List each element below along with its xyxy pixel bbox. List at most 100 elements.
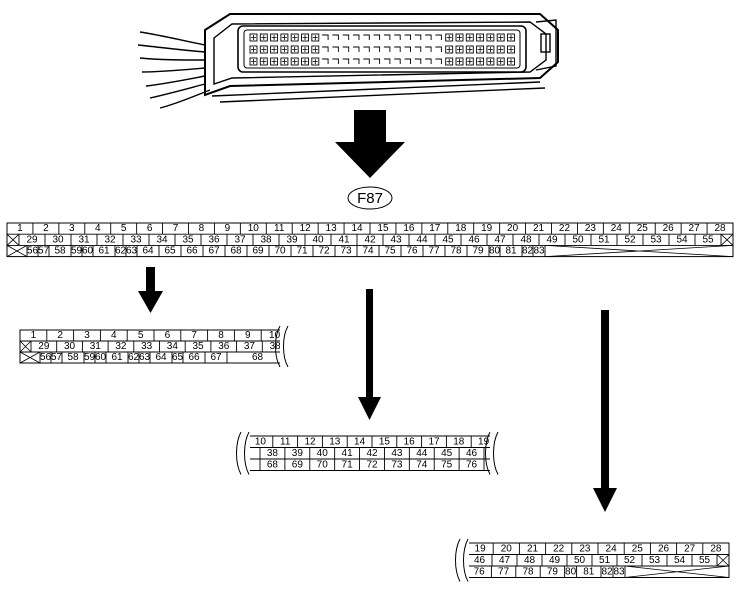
pin-cavity-large (311, 45, 320, 54)
pin-cavity-large (465, 33, 474, 42)
pin-number: 68 (252, 352, 264, 363)
pin-number: 78 (522, 567, 534, 578)
pin-cavity-small (414, 58, 422, 64)
connector-break-mark (463, 538, 469, 582)
pin-number: 57 (38, 246, 50, 257)
pin-number: 51 (599, 555, 611, 566)
pin-number: 41 (338, 234, 350, 245)
pin-cavity-small (404, 46, 411, 52)
pin-cavity-small (383, 58, 391, 64)
connector-break-mark (244, 431, 250, 475)
pin-number: 41 (342, 448, 354, 459)
pin-number: 67 (210, 352, 222, 363)
pin-number: 1 (31, 330, 37, 341)
pin-number: 17 (428, 437, 440, 448)
pin-cavity-large (311, 33, 320, 42)
pin-cavity-small (383, 46, 391, 52)
pin-number: 60 (95, 352, 107, 363)
pin-number: 45 (441, 448, 453, 459)
pin-cavity-small (414, 34, 422, 40)
pin-number: 71 (342, 460, 354, 471)
pin-number: 78 (450, 246, 462, 257)
pin-number: 62 (115, 246, 127, 257)
pin-number: 60 (82, 246, 94, 257)
pin-cavity-large (445, 57, 454, 66)
pin-number: 68 (267, 460, 279, 471)
pin-number: 82 (601, 567, 613, 578)
pin-cavity-large (507, 33, 515, 42)
pin-number: 16 (404, 437, 416, 448)
pin-number: 75 (441, 460, 453, 471)
pin-number: 52 (624, 234, 636, 245)
pin-cavity-large (496, 57, 505, 66)
pin-number: 80 (565, 567, 577, 578)
pin-number: 23 (585, 223, 597, 234)
connector-break-mark (283, 325, 289, 368)
pin-cavity-large (486, 57, 495, 66)
pin-number: 74 (362, 246, 374, 257)
detail-arrows (138, 267, 617, 512)
pin-number: 62 (128, 352, 140, 363)
pin-number: 15 (377, 223, 389, 234)
pin-cavity-small (373, 58, 381, 64)
pin-cavity-large (455, 33, 464, 42)
pin-number: 11 (274, 223, 285, 234)
pin-cavity-small (322, 58, 329, 64)
pin-cavity-small (353, 46, 360, 52)
pin-number: 44 (416, 234, 428, 245)
pin-cavity-small (404, 34, 411, 40)
connector-break-mark (275, 325, 281, 368)
pin-number: 64 (155, 352, 167, 363)
pin-cavity-small (435, 58, 442, 64)
pin-number: 19 (478, 437, 490, 448)
pin-number: 67 (208, 246, 220, 257)
pin-cavity-large (455, 45, 464, 54)
pin-number: 77 (428, 246, 440, 257)
pin-cavity-small (342, 58, 350, 64)
pin-cavity-large (280, 45, 289, 54)
pin-number: 63 (126, 246, 138, 257)
pin-cavity-small (342, 34, 350, 40)
pin-cavity-large (270, 45, 279, 54)
pin-cavity-small (332, 34, 339, 40)
pin-number: 70 (274, 246, 286, 257)
pin-number: 73 (391, 460, 403, 471)
pin-number: 30 (52, 234, 64, 245)
pin-number: 40 (317, 448, 329, 459)
pin-number: 22 (559, 223, 571, 234)
pin-number: 23 (579, 544, 591, 555)
pin-number: 9 (245, 330, 251, 341)
pin-number: 72 (318, 246, 330, 257)
pin-number: 54 (674, 555, 686, 566)
pin-number: 76 (474, 567, 486, 578)
pin-number: 46 (466, 448, 478, 459)
pin-number: 38 (260, 234, 272, 245)
pin-cavity-large (301, 33, 309, 42)
pin-number: 12 (300, 223, 312, 234)
pin-number: 49 (549, 555, 561, 566)
pin-number: 68 (230, 246, 242, 257)
pin-number: 53 (650, 234, 662, 245)
pin-number: 39 (292, 448, 304, 459)
pin-number: 35 (182, 234, 194, 245)
pin-number: 10 (248, 223, 260, 234)
pin-number: 20 (501, 544, 513, 555)
pin-cavity-small (414, 46, 422, 52)
pin-number: 6 (147, 223, 153, 234)
pin-number: 82 (522, 246, 534, 257)
pin-number: 63 (139, 352, 151, 363)
pin-cavity-large (290, 45, 299, 54)
pin-number: 55 (702, 234, 714, 245)
pin-number: 61 (98, 246, 110, 257)
pin-number: 51 (598, 234, 610, 245)
pin-number: 44 (416, 448, 428, 459)
pin-cavity-large (311, 57, 320, 66)
pin-number: 5 (121, 223, 127, 234)
pin-number: 50 (572, 234, 584, 245)
crossed-empty-cell (716, 554, 730, 567)
pin-number: 69 (292, 460, 304, 471)
